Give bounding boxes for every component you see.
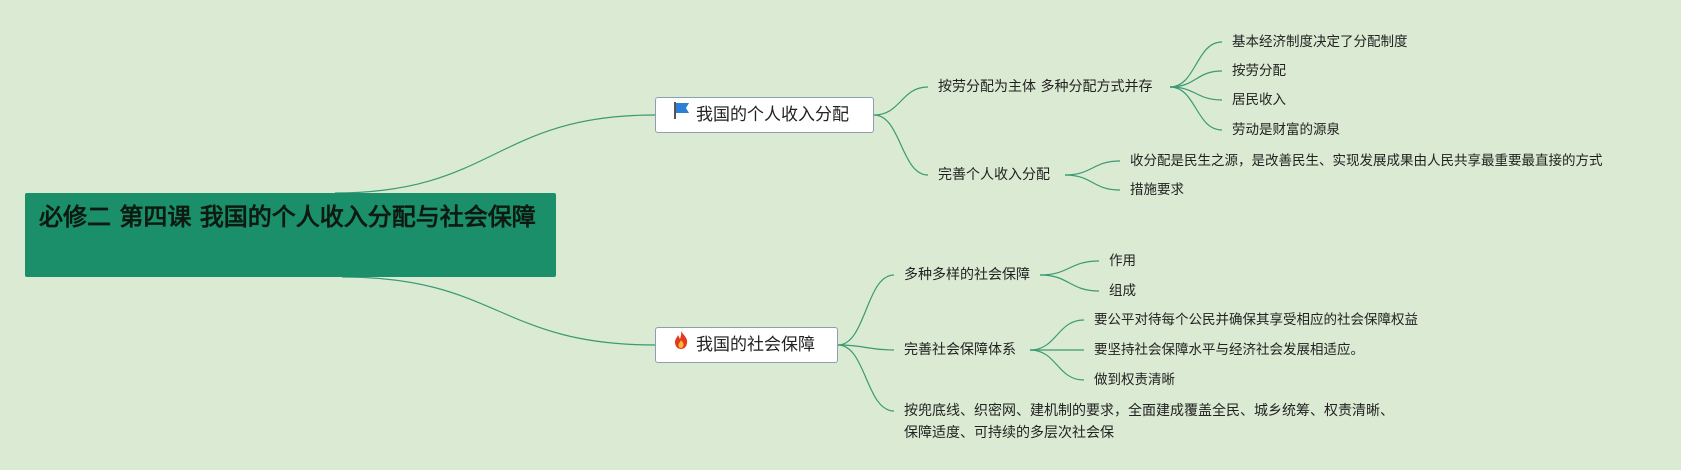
leaf-item[interactable]: 要坚持社会保障水平与经济社会发展相适应。 (1094, 342, 1364, 358)
leaf-item[interactable]: 组成 (1109, 283, 1136, 299)
connector-sub-leaf (1169, 86, 1223, 131)
connector-sub-leaf (1039, 260, 1100, 276)
root-topic-label: 必修二 第四课 我国的个人收入分配与社会保障 (39, 203, 536, 231)
leaf-item[interactable]: 劳动是财富的源泉 (1232, 122, 1340, 138)
leaf-item[interactable]: 做到权责清晰 (1094, 372, 1175, 388)
leaf-item[interactable]: 基本经济制度决定了分配制度 (1232, 34, 1408, 50)
topic-improve-income-distribution[interactable]: 完善个人收入分配 (938, 167, 1050, 183)
leaf-item[interactable]: 措施要求 (1130, 182, 1184, 198)
connector-sub-leaf (1064, 160, 1121, 176)
topic-improve-social-security[interactable]: 完善社会保障体系 (904, 342, 1016, 358)
topic-distribution-principle[interactable]: 按劳分配为主体 多种分配方式并存 (938, 79, 1153, 95)
connector-branch-sub (837, 344, 895, 412)
leaf-item[interactable]: 按劳分配 (1232, 63, 1286, 79)
branch-label: 我国的社会保障 (696, 335, 815, 355)
fire-icon (670, 328, 692, 362)
connector-sub-leaf (1039, 274, 1100, 292)
connector-sub-leaf (1169, 70, 1223, 88)
leaf-item[interactable]: 收分配是民生之源，是改善民生、实现发展成果由人民共享最重要最直接的方式 (1130, 153, 1603, 169)
connector-sub-leaf (1169, 86, 1223, 101)
topic-multi-level-system[interactable]: 按兜底线、织密网、建机制的要求，全面建成覆盖全民、城乡统筹、权责清晰、 保障适度… (904, 403, 1394, 441)
connector-sub-leaf (1029, 349, 1085, 381)
connector-branch-sub (873, 114, 929, 176)
leaf-item[interactable]: 作用 (1109, 253, 1136, 269)
branch-label: 我国的个人收入分配 (696, 105, 849, 125)
branch-social-security[interactable]: 我国的社会保障 (655, 327, 838, 363)
connector-root-branch (334, 114, 656, 194)
connector-branch-sub (837, 274, 895, 346)
connector-sub-leaf (1169, 41, 1223, 88)
connector-sub-leaf (1064, 174, 1121, 191)
topic-diverse-social-security[interactable]: 多种多样的社会保障 (904, 267, 1030, 283)
connector-branch-sub (837, 344, 895, 351)
flag-icon (670, 98, 692, 132)
root-topic[interactable]: 必修二 第四课 我国的个人收入分配与社会保障 (25, 193, 556, 277)
leaf-item[interactable]: 居民收入 (1232, 92, 1286, 108)
connector-root-branch (341, 276, 656, 346)
branch-income-distribution[interactable]: 我国的个人收入分配 (655, 97, 874, 133)
connector-branch-sub (873, 86, 929, 116)
leaf-item[interactable]: 要公平对待每个公民并确保其享受相应的社会保障权益 (1094, 312, 1418, 328)
connector-sub-leaf (1029, 319, 1085, 351)
